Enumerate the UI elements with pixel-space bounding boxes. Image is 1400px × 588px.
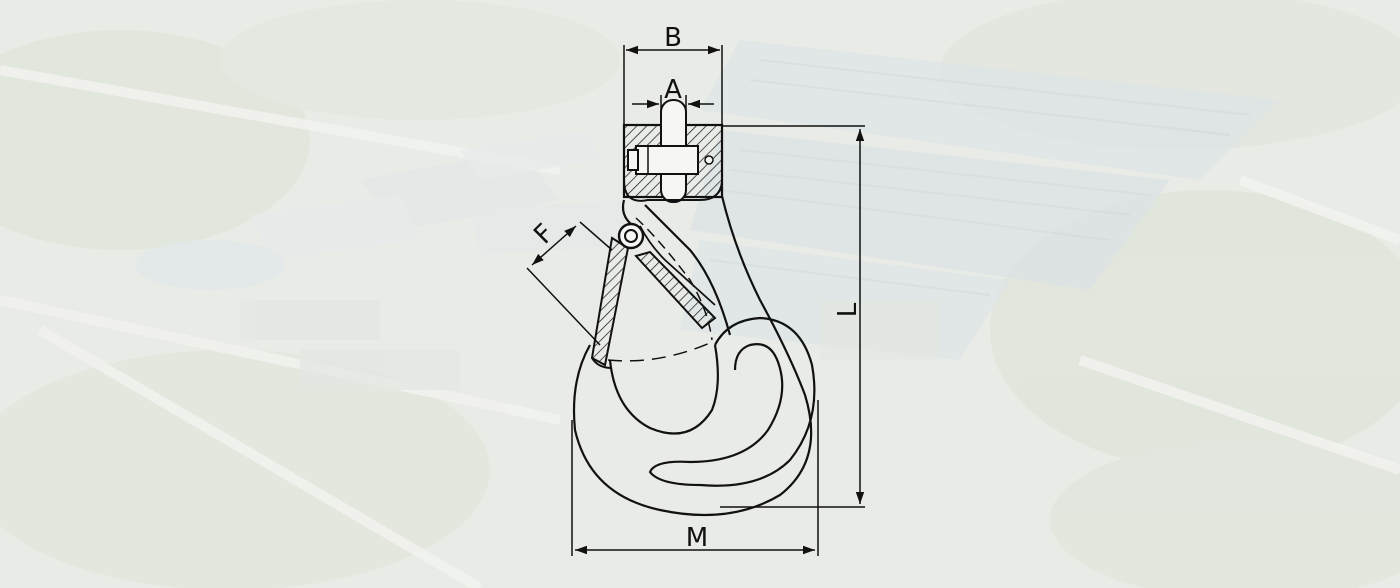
label-f: F xyxy=(528,218,560,250)
dimension-f xyxy=(526,221,613,346)
clevis-head xyxy=(622,99,724,203)
label-l: L xyxy=(833,302,863,317)
dimension-l xyxy=(720,125,865,508)
latch xyxy=(590,222,717,369)
label-b: B xyxy=(664,23,682,53)
hook-body xyxy=(572,195,816,517)
dimension-b xyxy=(623,45,723,128)
label-a: A xyxy=(664,75,682,105)
dimension-m xyxy=(571,400,819,556)
label-m: M xyxy=(686,523,708,553)
